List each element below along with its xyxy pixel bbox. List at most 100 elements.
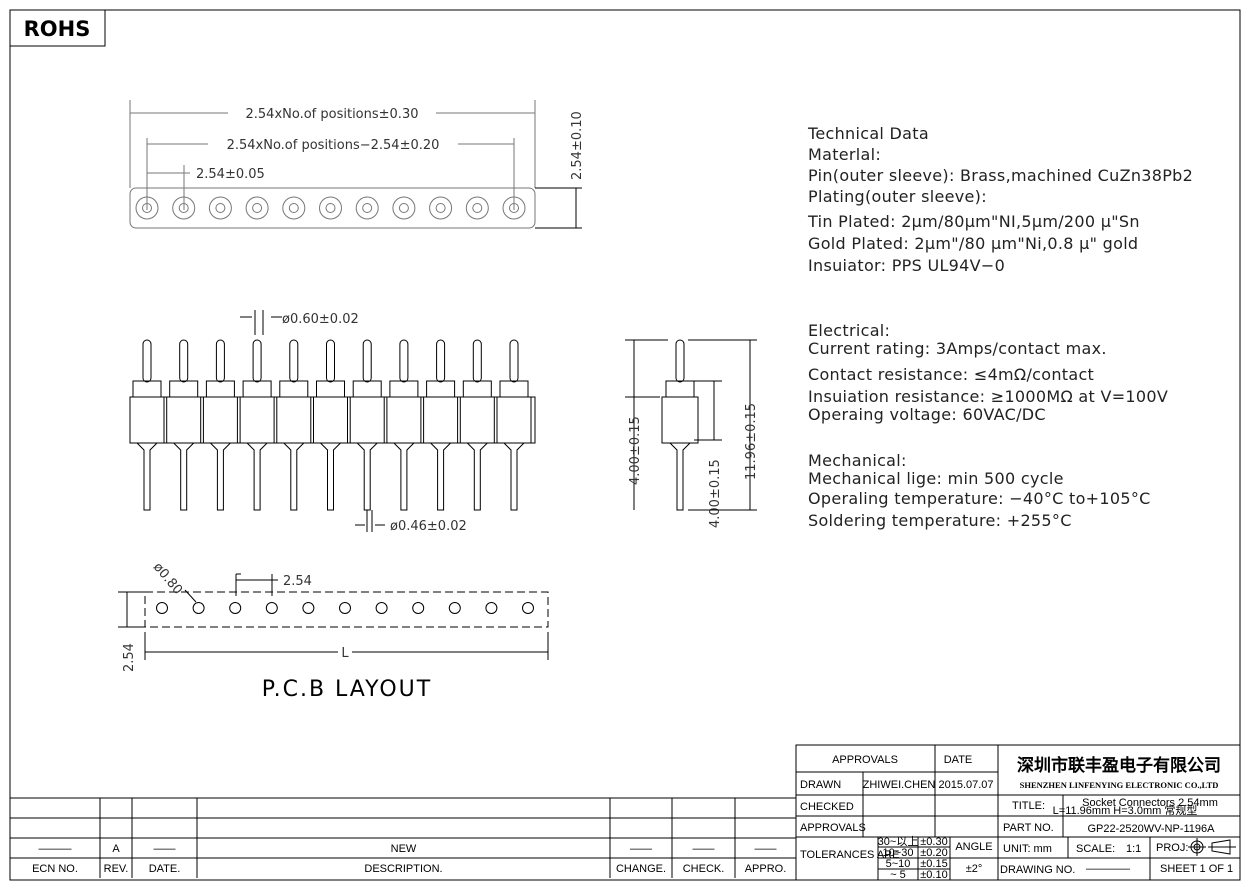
contact-hole	[178, 203, 189, 213]
revision-cell: NEW	[391, 843, 417, 855]
part-no-label: PART NO.	[1003, 822, 1054, 834]
tolerance-value: ±0.30	[920, 836, 947, 848]
title-value: Socket Connectors 2.54mm	[1082, 797, 1218, 809]
pcb-hole	[192, 602, 205, 614]
revision-header: CHANGE.	[616, 863, 666, 875]
contact-hole	[288, 203, 299, 213]
pcb-hole	[265, 602, 278, 614]
dim-bottom-pin: ø0.46±0.02	[390, 519, 467, 534]
spec-line: Materlal:	[808, 145, 881, 164]
spec-line: Contact resistance: ≤4mΩ/contact	[808, 365, 1094, 384]
title-block: APPROVALS DATE DRAWN ZHIWEI.CHEN 2015.07…	[795, 744, 1241, 881]
tolerance-value: ±0.10	[920, 869, 947, 881]
pcb-hole	[339, 602, 351, 614]
pcb-hole	[156, 602, 168, 614]
pin	[202, 339, 238, 511]
pcb-hole	[375, 602, 388, 614]
checked-label: CHECKED	[800, 801, 854, 813]
dim-pcb-pitch: 2.54	[283, 574, 312, 589]
side-view: ø0.60±0.02 ø0.46±0.02	[129, 310, 536, 534]
rohs-badge	[9, 9, 106, 47]
connector-strip	[129, 187, 536, 229]
revision-header: CHECK.	[683, 863, 725, 875]
tolerance-range: ~ 5	[890, 869, 906, 881]
revision-cell: A	[112, 843, 120, 855]
pin	[166, 339, 202, 511]
dim-hole: ø0.80	[150, 560, 185, 598]
spec-line: Insuiator: PPS UL94V−0	[808, 256, 1005, 275]
pin	[423, 339, 459, 511]
contact-hole	[472, 203, 483, 213]
contact-hole	[215, 203, 226, 213]
sheet: SHEET 1 OF 1	[1160, 863, 1233, 875]
title-sub: L=11.96mm H=3.0mm 常规型	[1053, 803, 1198, 817]
contact-hole	[325, 203, 336, 213]
drawn-date: 2015.07.07	[938, 779, 993, 791]
revision-cell: ——	[630, 843, 652, 855]
dim-span: 2.54xNo.of positions−2.54±0.20	[227, 138, 440, 153]
contact-outer	[502, 196, 526, 220]
insulator-body	[129, 396, 536, 444]
contact-outer	[282, 196, 306, 220]
revision-cell: ———	[39, 843, 72, 855]
dim-height: 2.54±0.10	[570, 111, 585, 180]
contact-outer	[245, 196, 269, 220]
contact-outer	[392, 196, 416, 220]
spec-line: Operaling temperature: −40°C to+105°C	[808, 489, 1151, 508]
spec-line: Current rating: 3Amps/contact max.	[808, 339, 1107, 358]
pcb-hole	[229, 602, 242, 614]
scale-value: 1:1	[1126, 843, 1141, 855]
revision-cell: ——	[154, 843, 176, 855]
spec-line: Plating(outer sleeve):	[808, 187, 987, 206]
spec-line: Insuiation resistance: ≥1000MΩ at V=100V	[808, 387, 1168, 406]
contact-hole	[252, 203, 263, 213]
tolerance-value: ±0.20	[920, 847, 947, 859]
contact-outer	[429, 196, 453, 220]
spec-line: Pin(outer sleeve): Brass,machined CuZn38…	[808, 166, 1193, 185]
pcb-hole	[412, 602, 425, 614]
contact-outer	[135, 196, 159, 220]
tolerance-range: 30~以上	[878, 835, 919, 848]
revision-header: DATE.	[149, 863, 181, 875]
scale-label: SCALE:	[1076, 843, 1115, 855]
company-name-cn: 深圳市联丰盈电子有限公司	[1017, 755, 1221, 776]
contact-hole	[435, 203, 446, 213]
sheet-border	[9, 9, 1241, 881]
revision-table: ———ECN NO.AREV.——DATE.NEWDESCRIPTION.——C…	[10, 797, 796, 878]
proj-label: PROJ:	[1156, 842, 1188, 854]
pin	[239, 339, 275, 511]
top-view: 2.54xNo.of positions±0.30 2.54xNo.of pos…	[129, 100, 585, 229]
pin	[129, 339, 165, 511]
dim-pitch: 2.54±0.05	[196, 167, 265, 182]
projection-symbol-icon	[1188, 838, 1236, 856]
contact-hole	[142, 203, 152, 213]
pcb-hole	[448, 602, 461, 614]
contact-outer	[172, 196, 196, 220]
revision-header: ECN NO.	[32, 863, 78, 875]
drawing-no-label: DRAWING NO.	[1000, 864, 1075, 876]
dim-total: 11.96±0.15	[744, 403, 759, 480]
pin	[313, 339, 348, 511]
revision-cell: ——	[693, 843, 715, 855]
contact-hole	[362, 203, 373, 213]
spec-line: Mechanical:	[808, 451, 907, 470]
revision-header: REV.	[104, 863, 129, 875]
dim-overall: 2.54xNo.of positions±0.30	[246, 107, 419, 122]
pin	[349, 339, 385, 511]
pcb-hole	[485, 602, 498, 614]
approvals-label: APPROVALS	[800, 822, 866, 834]
date-header: DATE	[944, 754, 973, 766]
spec-line: Technical Data	[807, 124, 929, 143]
pcb-hole	[522, 602, 534, 614]
tolerance-range: 5~10	[886, 858, 911, 870]
dim-lower: 4.00±0.15	[708, 459, 723, 528]
company-name-en: SHENZHEN LINFENYING ELECTRONIC CO.,LTD	[1020, 780, 1219, 790]
dim-upper: 4.00±0.15	[628, 416, 643, 485]
title-label: TITLE:	[1012, 800, 1045, 812]
angle-value: ±2°	[966, 863, 983, 875]
rohs-label: ROHS	[24, 17, 91, 41]
contact-outer	[355, 196, 379, 220]
drawn-label: DRAWN	[800, 779, 841, 791]
contact-outer	[319, 196, 342, 220]
